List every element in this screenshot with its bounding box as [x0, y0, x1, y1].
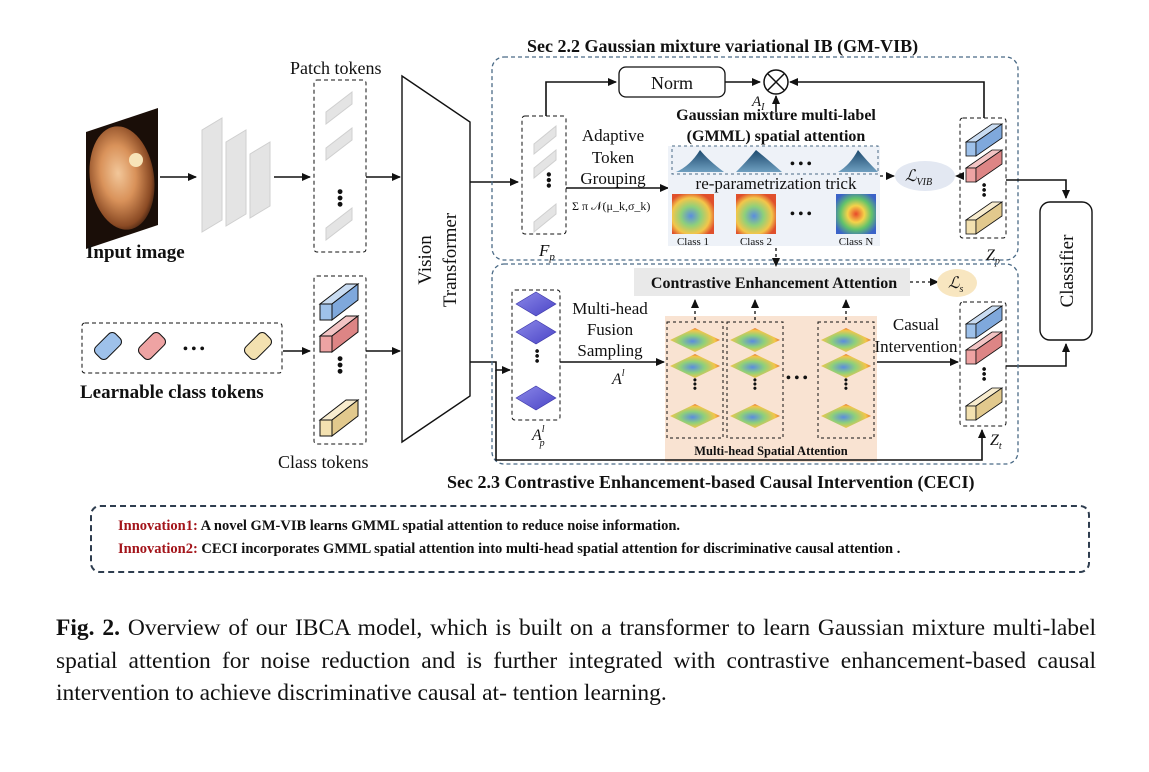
innovation-2-text: CECI incorporates GMML spatial attention…: [197, 541, 901, 557]
classifier-label: Classifier: [1057, 234, 1078, 307]
apl-attention-maps: [515, 291, 557, 411]
learnable-token-blue: [94, 332, 122, 360]
fp-box: [521, 115, 567, 235]
causal-intervention-1: Casual: [893, 315, 940, 334]
causal-intervention-2: Intervention: [874, 337, 958, 356]
innovation-2: Innovation2: CECI incorporates GMML spat…: [118, 541, 900, 558]
arrow-zp-to-classifier: [1006, 179, 1070, 199]
loss-vib-label: ℒVIB: [905, 168, 932, 188]
innovation-1: Innovation1: A novel GM-VIB learns GMML …: [118, 518, 680, 535]
gaussian-mixtures-box: [671, 145, 879, 175]
patch-tokens-dots: •••: [330, 189, 350, 208]
gmvib-section-title: Sec 2.2 Gaussian mixture variational IB …: [527, 36, 918, 57]
gaussian-dots: • • •: [790, 157, 812, 172]
class-tokens-box: [313, 275, 367, 445]
zt-dots: •••: [976, 367, 991, 382]
svg-text:•••: •••: [748, 378, 762, 391]
ceci-section-box: [491, 263, 1019, 465]
cea-label: Contrastive Enhancement Attention: [651, 275, 897, 292]
patch-extraction-stack: [201, 117, 271, 233]
class-tokens-dots: •••: [330, 356, 350, 375]
apl-dots: •••: [529, 349, 544, 364]
zt-token-bars: [964, 305, 1004, 421]
caption-text: Overview of our IBCA model, which is bui…: [56, 615, 1096, 706]
class-token-bars: [318, 282, 360, 438]
zt-label: Zt: [990, 432, 1002, 452]
zp-label: Zp: [986, 247, 1000, 267]
figure-caption: Fig. 2. Overview of our IBCA model, whic…: [56, 612, 1096, 710]
patch-tokens-box: [313, 79, 367, 253]
learnable-class-tokens-label: Learnable class tokens: [80, 382, 264, 403]
mhsa-column-boxes: [666, 321, 875, 439]
gmml-title-2: (GMML) spatial attention: [687, 128, 866, 145]
patch-token-shapes: [325, 90, 353, 242]
input-image: [86, 108, 158, 249]
classifier-box[interactable]: [1039, 201, 1093, 341]
multihead-fusion-1: Multi-head: [572, 299, 648, 318]
class-heatmaps: [672, 194, 876, 234]
adaptive-token-grouping-1: Adaptive: [582, 126, 644, 145]
vision-transformer-line1: Vision: [415, 235, 436, 285]
arrow-class-tokens-to-zt: [495, 370, 986, 461]
learnable-token-yellow: [244, 332, 272, 360]
norm-label: Norm: [651, 73, 693, 93]
learnable-tokens-dots: • • •: [183, 342, 205, 357]
innovations-box: [90, 505, 1090, 573]
class-tokens-label: Class tokens: [278, 452, 369, 472]
loss-s-label: ℒs: [948, 275, 964, 295]
multiply-icon: [763, 69, 789, 95]
arrow-zt-to-classifier: [1006, 343, 1070, 367]
zp-token-bars: [964, 123, 1004, 235]
zp-box: [959, 117, 1007, 239]
arrow-zp-to-multiply: [789, 78, 985, 118]
loss-s-bubble: [937, 269, 977, 297]
apl-box: [511, 289, 561, 421]
gmml-title-1: Gaussian mixture multi-label: [676, 107, 876, 124]
loss-vib-bubble: [895, 161, 955, 191]
learnable-class-tokens-box: [81, 322, 283, 374]
reparam-label: re-parametrization trick: [696, 174, 857, 193]
arrow-fp-to-norm: [545, 78, 617, 116]
caption-label: Fig. 2.: [56, 615, 120, 641]
arrow-vit-to-apl: [470, 361, 511, 374]
adaptive-token-grouping-3: Grouping: [580, 169, 646, 188]
innovation-1-label: Innovation1:: [118, 518, 198, 534]
zp-dots: •••: [976, 183, 991, 198]
ceci-section-title: Sec 2.3 Contrastive Enhancement-based Ca…: [447, 472, 975, 493]
svg-text:•••: •••: [839, 378, 853, 391]
vision-transformer-block: [401, 74, 471, 444]
fp-label: Fp: [538, 241, 555, 263]
learnable-token-red: [138, 332, 166, 360]
mhsa-vertical-dots: ••• ••• •••: [688, 378, 853, 391]
multihead-fusion-3: Sampling: [577, 341, 643, 360]
input-image-label: Input image: [86, 242, 185, 263]
class-heatmap-dots: • • •: [790, 207, 812, 222]
al-label: Al: [611, 368, 625, 388]
vision-transformer-line2: Transformer: [440, 212, 461, 307]
sum-formula: Σ π 𝒩(μ_k,σ_k): [572, 199, 650, 213]
innovation-2-label: Innovation2:: [118, 541, 198, 557]
innovation-1-text: A novel GM-VIB learns GMML spatial atten…: [197, 518, 681, 534]
mhsa-heatmaps: [670, 328, 871, 428]
patch-tokens-label: Patch tokens: [290, 58, 382, 78]
svg-text:•••: •••: [688, 378, 702, 391]
fp-token-shapes: [533, 124, 557, 234]
multihead-fusion-2: Fusion: [587, 320, 634, 339]
class-label-n: Class N: [839, 236, 874, 248]
gaussian-surface-plots: [676, 150, 878, 172]
mhsa-label: Multi-head Spatial Attention: [694, 444, 848, 458]
class-label-2: Class 2: [740, 236, 772, 248]
cea-bar: [634, 268, 910, 296]
gmvib-section-box: [491, 56, 1019, 261]
mhsa-column-dots: • • •: [786, 371, 808, 386]
fp-dots: •••: [540, 172, 557, 189]
class-label-1: Class 1: [677, 236, 709, 248]
adaptive-token-grouping-2: Token: [592, 148, 635, 167]
a-i-label: AI: [751, 94, 765, 113]
ibca-architecture-diagram: Input image Patch tokens ••• • • • Learn…: [80, 36, 1093, 493]
